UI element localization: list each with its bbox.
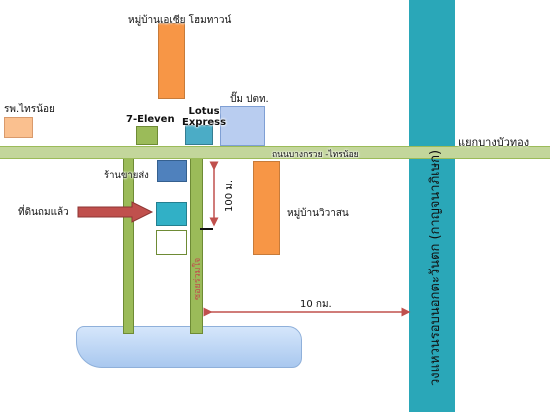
soi-ruamjai-label: ซอยร่วมใจ <box>193 257 203 300</box>
wholesale-shop-block <box>157 160 187 182</box>
lotus-express-block <box>185 125 213 145</box>
wholesale-shop-label: ร้านขายส่ง <box>104 170 149 181</box>
hospital-block <box>4 117 33 138</box>
land-label: ที่ดินถมแล้ว <box>18 207 69 218</box>
village-asia-hometown-block <box>158 23 185 99</box>
village-asia-hometown-label: หมู่บ้านเอเซีย โฮมทาวน์ <box>128 15 232 26</box>
seven-eleven-label: 7-Eleven <box>126 114 175 125</box>
distance-10km-label: 10 กม. <box>300 299 332 310</box>
main-road-label: ถนนบางกรวย -ไทรน้อย <box>272 150 359 160</box>
hospital-label: รพ.ไทรน้อย <box>4 104 55 115</box>
main-road <box>0 146 550 159</box>
village-right-block <box>253 161 280 255</box>
village-right-label: หมู่บ้านวิวาสน <box>287 208 349 219</box>
land-pointer-arrow <box>77 201 154 223</box>
ring-road-label: วงแหวนรอบนอกตะวันตก (กาญจนาภิเษก) <box>428 149 443 386</box>
land-plot-block <box>156 202 187 226</box>
distance-100m-label: 100 ม. <box>224 179 235 212</box>
ring-road <box>409 0 455 412</box>
lotus-express-label: Lotus Express <box>182 106 227 128</box>
junction-label: แยกบางบัวทอง <box>458 136 530 149</box>
seven-eleven-block <box>136 126 158 145</box>
canal <box>76 326 302 368</box>
land-plot-outline <box>156 230 187 255</box>
ptt-label: ปั๊ม ปตท. <box>230 94 269 105</box>
ptt-block <box>220 106 265 146</box>
